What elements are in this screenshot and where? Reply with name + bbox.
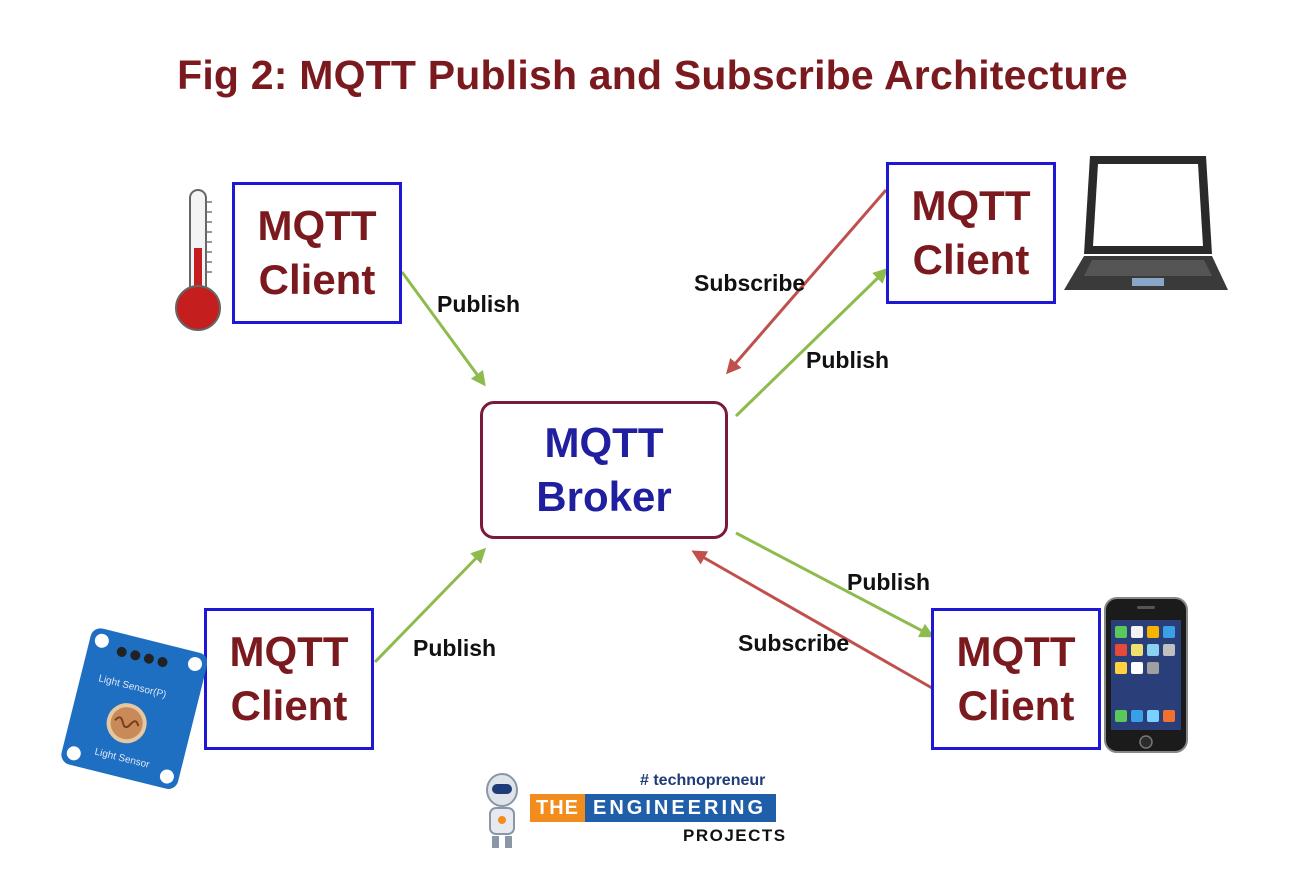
edge-sensor-publish xyxy=(373,547,487,664)
client-label-line1: MQTT xyxy=(257,202,377,250)
robot-mascot-icon xyxy=(486,773,518,848)
light-sensor-icon: Light Sensor(P) Light Sensor xyxy=(61,628,207,789)
edge-label: Publish xyxy=(437,291,521,317)
edge-label: Subscribe xyxy=(738,630,850,656)
mqtt-broker-node: MQTT Broker xyxy=(480,401,728,539)
edge-laptop-publish xyxy=(734,267,889,418)
client-label-line1: MQTT xyxy=(956,628,1076,676)
laptop-icon xyxy=(1064,156,1228,290)
client-label-line2: Client xyxy=(912,236,1030,283)
edge-label: Publish xyxy=(847,569,931,595)
client-node-thermometer: MQTT Client xyxy=(232,182,402,324)
smartphone-icon xyxy=(1104,597,1188,753)
client-label-line2: Client xyxy=(957,682,1075,729)
client-node-laptop: MQTT Client xyxy=(886,162,1056,304)
logo-tagline: # technopreneur xyxy=(640,772,766,789)
edge-label: Publish xyxy=(413,635,497,661)
thermometer-icon xyxy=(175,189,221,331)
edge-laptop-subscribe xyxy=(726,189,888,375)
logo-word-the: THE xyxy=(530,794,585,822)
logo-word-projects: PROJECTS xyxy=(683,826,787,845)
client-label-line2: Client xyxy=(258,256,376,303)
engineering-projects-logo: # technopreneur THE ENGINEERING PROJECTS xyxy=(478,770,785,850)
edge-label: Subscribe xyxy=(694,270,806,296)
client-node-phone: MQTT Client xyxy=(931,608,1101,750)
edge-thermometer-publish xyxy=(400,271,486,387)
diagram-title: Fig 2: MQTT Publish and Subscribe Archit… xyxy=(177,52,1128,98)
client-label-line1: MQTT xyxy=(229,628,349,676)
edge-phone-publish xyxy=(735,531,935,638)
edge-phone-subscribe xyxy=(691,550,933,690)
client-label-line2: Client xyxy=(230,682,348,729)
logo-banner: THE ENGINEERING xyxy=(530,794,776,822)
client-label-line1: MQTT xyxy=(911,182,1031,230)
broker-label-line2: Broker xyxy=(536,473,672,520)
client-node-light-sensor: MQTT Client xyxy=(204,608,374,750)
edge-label: Publish xyxy=(806,347,890,373)
broker-label-line1: MQTT xyxy=(544,419,664,467)
logo-word-engineering: ENGINEERING xyxy=(593,796,767,819)
